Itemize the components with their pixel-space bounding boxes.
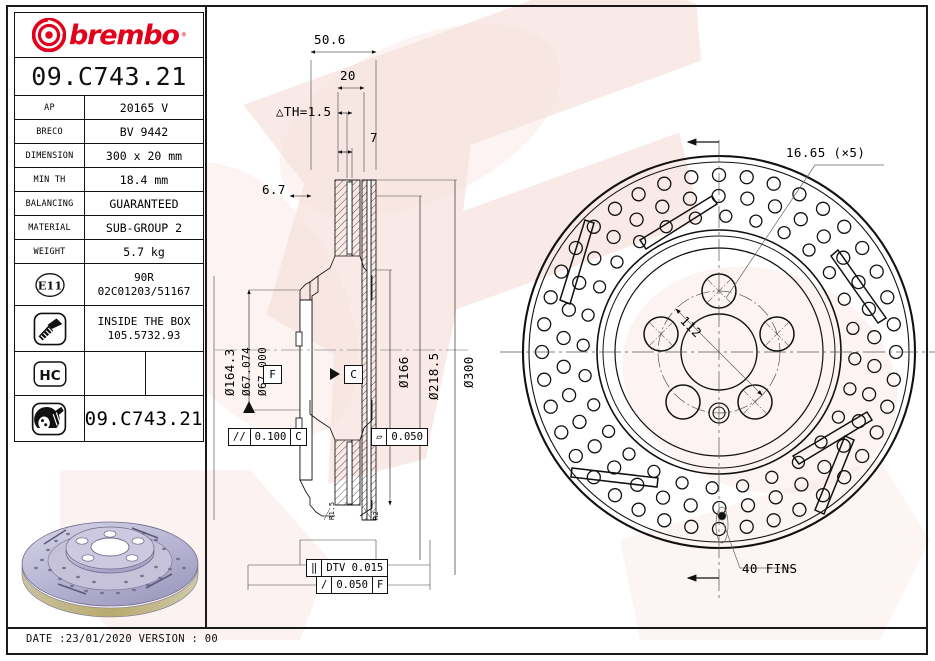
fins-note: 40 FINS <box>742 561 798 576</box>
dim-flange-thickness: 7 <box>370 130 378 145</box>
homologation-line1: 90R <box>134 270 154 284</box>
row-value: 20165 V <box>119 100 169 115</box>
row-label: MIN TH <box>15 168 85 191</box>
registered-trademark-icon: ® <box>181 31 186 39</box>
row-label: MATERIAL <box>15 216 85 239</box>
tolerance-frame-dtv: ‖ DTV 0.015 <box>306 559 389 577</box>
inside-box-line2: 105.5732.93 <box>107 328 181 342</box>
row-label: BALANCING <box>15 192 85 215</box>
tolerance-value: 0.100 <box>251 429 292 445</box>
product-photo <box>21 521 199 618</box>
table-row: BRECO BV 9442 <box>14 120 204 144</box>
tolerance-datum: C <box>295 431 302 443</box>
homologation-line2: 02C01203/51167 <box>97 284 191 298</box>
tolerance-symbol: // <box>229 429 251 445</box>
e11-badge-text: E11 <box>37 278 61 292</box>
hc-empty-cell-b <box>146 352 203 395</box>
datum-c: C <box>344 365 363 384</box>
table-row: DIMENSION 300 x 20 mm <box>14 144 204 168</box>
sheet-divider-vertical <box>205 5 207 627</box>
row-label: BRECO <box>15 120 85 143</box>
hc-icon: HC <box>15 352 85 395</box>
dim-offset-left: 6.7 <box>262 182 286 197</box>
bolt-hole-note: 16.65 (×5) <box>786 145 866 160</box>
hc-badge-text: HC <box>39 368 60 384</box>
table-row: AP 20165 V <box>14 96 204 120</box>
inside-box-line1: INSIDE THE BOX <box>97 314 191 328</box>
dim-dia-67-upper: Ø67.074 <box>240 346 253 396</box>
tolerance-datum: F <box>376 579 384 591</box>
fins-leader <box>715 506 795 569</box>
dim-th-delta: △TH=1.5 <box>276 104 332 119</box>
tolerance-frame-flatness: ▱ 0.050 <box>371 428 428 446</box>
dim-dia-164: Ø164.3 <box>222 348 237 396</box>
dim-chamfer-right: R2 <box>372 510 380 520</box>
table-row: WEIGHT 5.7 kg <box>14 240 204 264</box>
row-value: 300 x 20 mm <box>105 148 183 163</box>
part-number-row: 09.C743.21 <box>14 58 204 96</box>
row-label: AP <box>15 96 85 119</box>
homologation-row: E11 90R 02C01203/51167 <box>14 264 204 306</box>
dim-dia-218: Ø218.5 <box>426 352 441 400</box>
tolerance-frame-runout: / 0.050 F <box>316 576 389 594</box>
table-row: MATERIAL SUB-GROUP 2 <box>14 216 204 240</box>
brembo-roundel-icon <box>32 18 66 52</box>
screw-icon <box>15 306 85 351</box>
tolerance-value: DTV 0.015 <box>326 562 384 574</box>
dim-overall-width: 50.6 <box>314 32 346 47</box>
dtv-symbol-icon: ‖ <box>307 560 323 576</box>
row-value: SUB-GROUP 2 <box>105 220 183 235</box>
e11-circle-icon: E11 <box>15 264 85 305</box>
footer-part-row: 09.C743.21 <box>14 396 204 442</box>
tolerance-value: 0.050 <box>391 431 423 443</box>
tolerance-symbol: ▱ <box>372 429 388 445</box>
row-value: GUARANTEED <box>109 196 179 211</box>
info-table: brembo ® 09.C743.21 AP 20165 V BRECO BV … <box>14 12 204 442</box>
bolt-hole-leader <box>725 164 884 299</box>
sheet-divider-bottom <box>6 627 928 629</box>
hc-empty-cell-a <box>85 352 146 395</box>
hc-row: HC <box>14 352 204 396</box>
dim-hat-offset: 20 <box>340 68 356 83</box>
brand-logo-row: brembo ® <box>14 12 204 58</box>
table-row: BALANCING GUARANTEED <box>14 192 204 216</box>
dim-dia-166: Ø166 <box>396 356 411 388</box>
row-label: DIMENSION <box>15 144 85 167</box>
inside-box-row: INSIDE THE BOX 105.5732.93 <box>14 306 204 352</box>
tolerance-frame-parallelism: // 0.100 C <box>228 428 307 446</box>
datum-f: F <box>263 365 282 384</box>
tolerance-symbol: / <box>317 577 333 593</box>
table-row: MIN TH 18.4 mm <box>14 168 204 192</box>
footer-part-number: 09.C743.21 <box>84 407 203 430</box>
row-value: BV 9442 <box>119 124 169 139</box>
part-number: 09.C743.21 <box>31 62 187 91</box>
row-label: WEIGHT <box>15 240 85 263</box>
date-version-line: DATE :23/01/2020 VERSION : 00 <box>26 633 219 645</box>
row-value: 5.7 kg <box>123 244 165 259</box>
row-value: 18.4 mm <box>119 172 169 187</box>
dim-dia-300: Ø300 <box>461 356 476 388</box>
tolerance-value: 0.050 <box>332 577 373 593</box>
brand-wordmark: brembo <box>69 19 180 51</box>
tire-icon <box>15 396 85 441</box>
dim-chamfer-left: R1.5 <box>328 501 336 520</box>
